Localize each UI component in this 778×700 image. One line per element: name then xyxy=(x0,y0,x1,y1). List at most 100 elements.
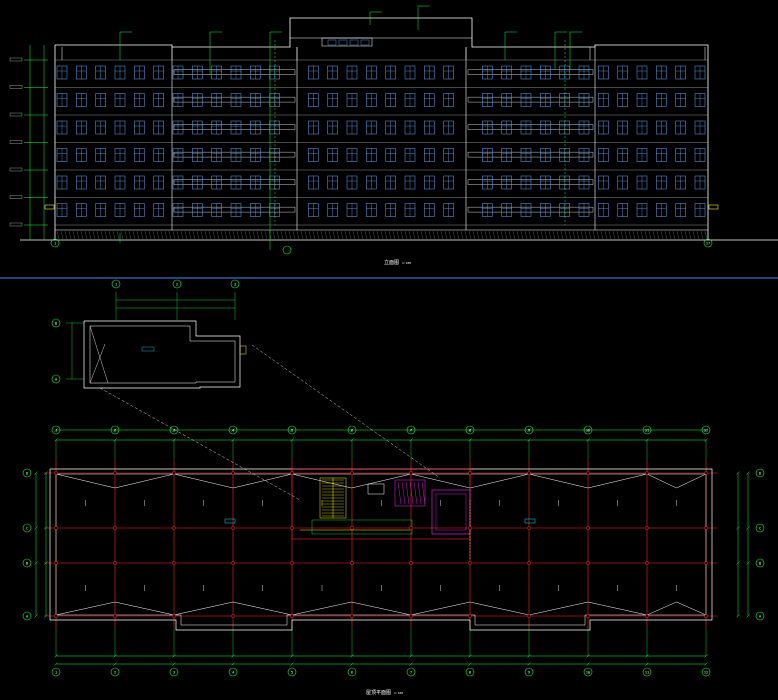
side-dimension-tick xyxy=(736,526,740,530)
window xyxy=(482,203,493,217)
plinth-hatch xyxy=(388,230,392,240)
axis-bubble-left-B-circle xyxy=(22,558,32,568)
window xyxy=(366,148,377,162)
window xyxy=(694,65,706,80)
window xyxy=(269,93,280,107)
plinth-hatch xyxy=(620,230,624,240)
roof-structure xyxy=(321,37,373,47)
axis-bubble-right-D-label: D xyxy=(759,471,761,475)
window xyxy=(578,175,590,190)
window xyxy=(424,148,435,162)
column-marker xyxy=(231,471,235,475)
dimension-tick xyxy=(54,428,58,432)
plinth-hatch xyxy=(72,230,76,240)
window xyxy=(617,148,628,162)
column-marker xyxy=(527,561,531,565)
dimension-tick xyxy=(350,662,354,666)
plinth-hatch xyxy=(444,230,448,240)
column-marker xyxy=(54,614,58,618)
plinth-hatch xyxy=(188,230,192,240)
column-marker xyxy=(409,471,413,475)
plinth-hatch xyxy=(648,230,652,240)
window xyxy=(269,203,280,217)
plinth-hatch xyxy=(136,230,140,240)
plinth-hatch xyxy=(376,230,380,240)
window xyxy=(192,148,203,162)
window xyxy=(675,120,686,135)
balcony-band-1 xyxy=(467,179,594,185)
column-marker xyxy=(704,526,708,530)
window xyxy=(56,148,68,162)
window xyxy=(424,65,435,80)
window xyxy=(192,175,203,190)
window xyxy=(675,175,686,190)
window xyxy=(598,120,609,135)
window xyxy=(598,93,609,107)
window xyxy=(250,148,261,162)
plinth-hatch xyxy=(148,230,152,240)
column-marker xyxy=(350,614,354,618)
elevator-hatch xyxy=(409,481,414,505)
column-marker xyxy=(54,526,58,530)
window xyxy=(404,65,416,80)
window xyxy=(134,93,145,107)
window xyxy=(540,65,551,80)
axis-bubble-bottom-12-label: 12 xyxy=(704,670,708,674)
window xyxy=(76,203,87,217)
axis-bubble-bottom-3-circle xyxy=(169,667,179,677)
dimension-tick xyxy=(409,662,413,666)
window xyxy=(598,175,609,190)
plinth-hatch xyxy=(120,230,124,240)
window xyxy=(114,203,126,217)
plinth-hatch xyxy=(160,230,164,240)
plinth-hatch xyxy=(692,230,696,240)
inset-drain xyxy=(239,345,247,355)
plinth-hatch xyxy=(60,230,64,240)
column-marker xyxy=(290,471,294,475)
axis-bubble-bottom-4-label: 4 xyxy=(232,670,234,674)
column-marker xyxy=(645,471,649,475)
window xyxy=(114,65,126,80)
plinth-hatch xyxy=(600,230,604,240)
plinth-hatch xyxy=(216,230,220,240)
window xyxy=(540,203,551,217)
column-marker xyxy=(290,526,294,530)
column-marker xyxy=(172,561,176,565)
window xyxy=(694,203,706,217)
window xyxy=(636,148,648,162)
column-marker xyxy=(586,614,590,618)
column-marker xyxy=(586,471,590,475)
drain-outlet-0 xyxy=(224,518,236,524)
dimension-tick xyxy=(290,662,294,666)
window xyxy=(404,93,416,107)
column-marker xyxy=(113,561,117,565)
inset-axis-1-label: 1 xyxy=(115,282,117,286)
window xyxy=(482,65,493,80)
inset-diagonal-2 xyxy=(89,343,106,384)
axis-bubble-top-7-label: 7 xyxy=(410,428,412,432)
plinth-hatch xyxy=(644,230,648,240)
axis-bubble-top-9-label: 9 xyxy=(528,428,530,432)
window xyxy=(385,65,396,80)
window xyxy=(346,120,358,135)
plinth-hatch xyxy=(352,230,356,240)
column-marker xyxy=(409,526,413,530)
axis-bubble-bottom-10-circle xyxy=(583,667,593,677)
plinth-hatch xyxy=(180,230,184,240)
window xyxy=(250,175,261,190)
window xyxy=(327,203,338,217)
window xyxy=(482,175,493,190)
axis-bubble-top-11-label: 11 xyxy=(645,428,649,432)
window xyxy=(346,175,358,190)
window xyxy=(385,120,396,135)
inset-axis-3-label: 3 xyxy=(234,282,236,286)
roof-window xyxy=(349,39,359,46)
window xyxy=(366,175,377,190)
window xyxy=(540,175,551,190)
axis-bubble-right-A-circle xyxy=(755,611,765,621)
level-tag-3 xyxy=(9,140,23,144)
drainage-valley-bottom xyxy=(646,601,707,616)
plinth-hatch xyxy=(244,230,248,240)
window xyxy=(656,175,667,190)
plinth-hatch xyxy=(308,230,312,240)
